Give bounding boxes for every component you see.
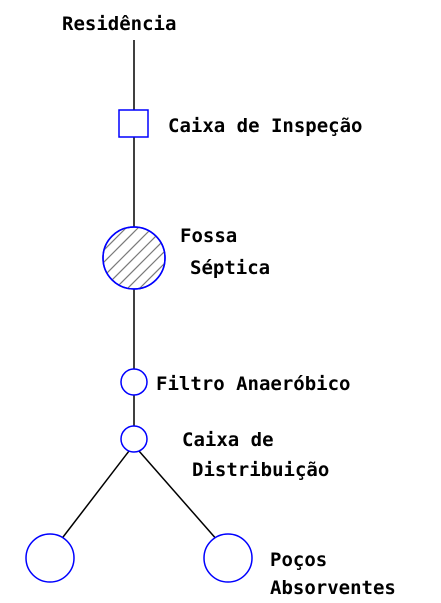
label-distribuicao: Distribuição bbox=[192, 459, 329, 481]
pipe-distribuicao-to-poco-right bbox=[138, 450, 219, 542]
label-absorventes: Absorventes bbox=[270, 577, 396, 599]
label-pocos: Poços bbox=[270, 549, 327, 571]
caixa-distribuicao-circle bbox=[120, 425, 148, 453]
poco-absorvente-left-circle bbox=[25, 533, 75, 583]
label-septica: Séptica bbox=[190, 257, 270, 279]
label-caixa-inspecao: Caixa de Inspeção bbox=[168, 115, 362, 137]
pipe-distribuicao-to-poco-left bbox=[59, 450, 130, 542]
label-fossa: Fossa bbox=[180, 225, 237, 247]
label-filtro-anaerobico: Filtro Anaeróbico bbox=[156, 373, 350, 395]
poco-absorvente-right-circle bbox=[203, 533, 253, 583]
label-residencia: Residência bbox=[62, 13, 176, 35]
caixa-inspecao-box bbox=[118, 109, 149, 138]
filtro-anaerobico-circle bbox=[120, 368, 148, 396]
label-caixa-de: Caixa de bbox=[182, 429, 274, 451]
